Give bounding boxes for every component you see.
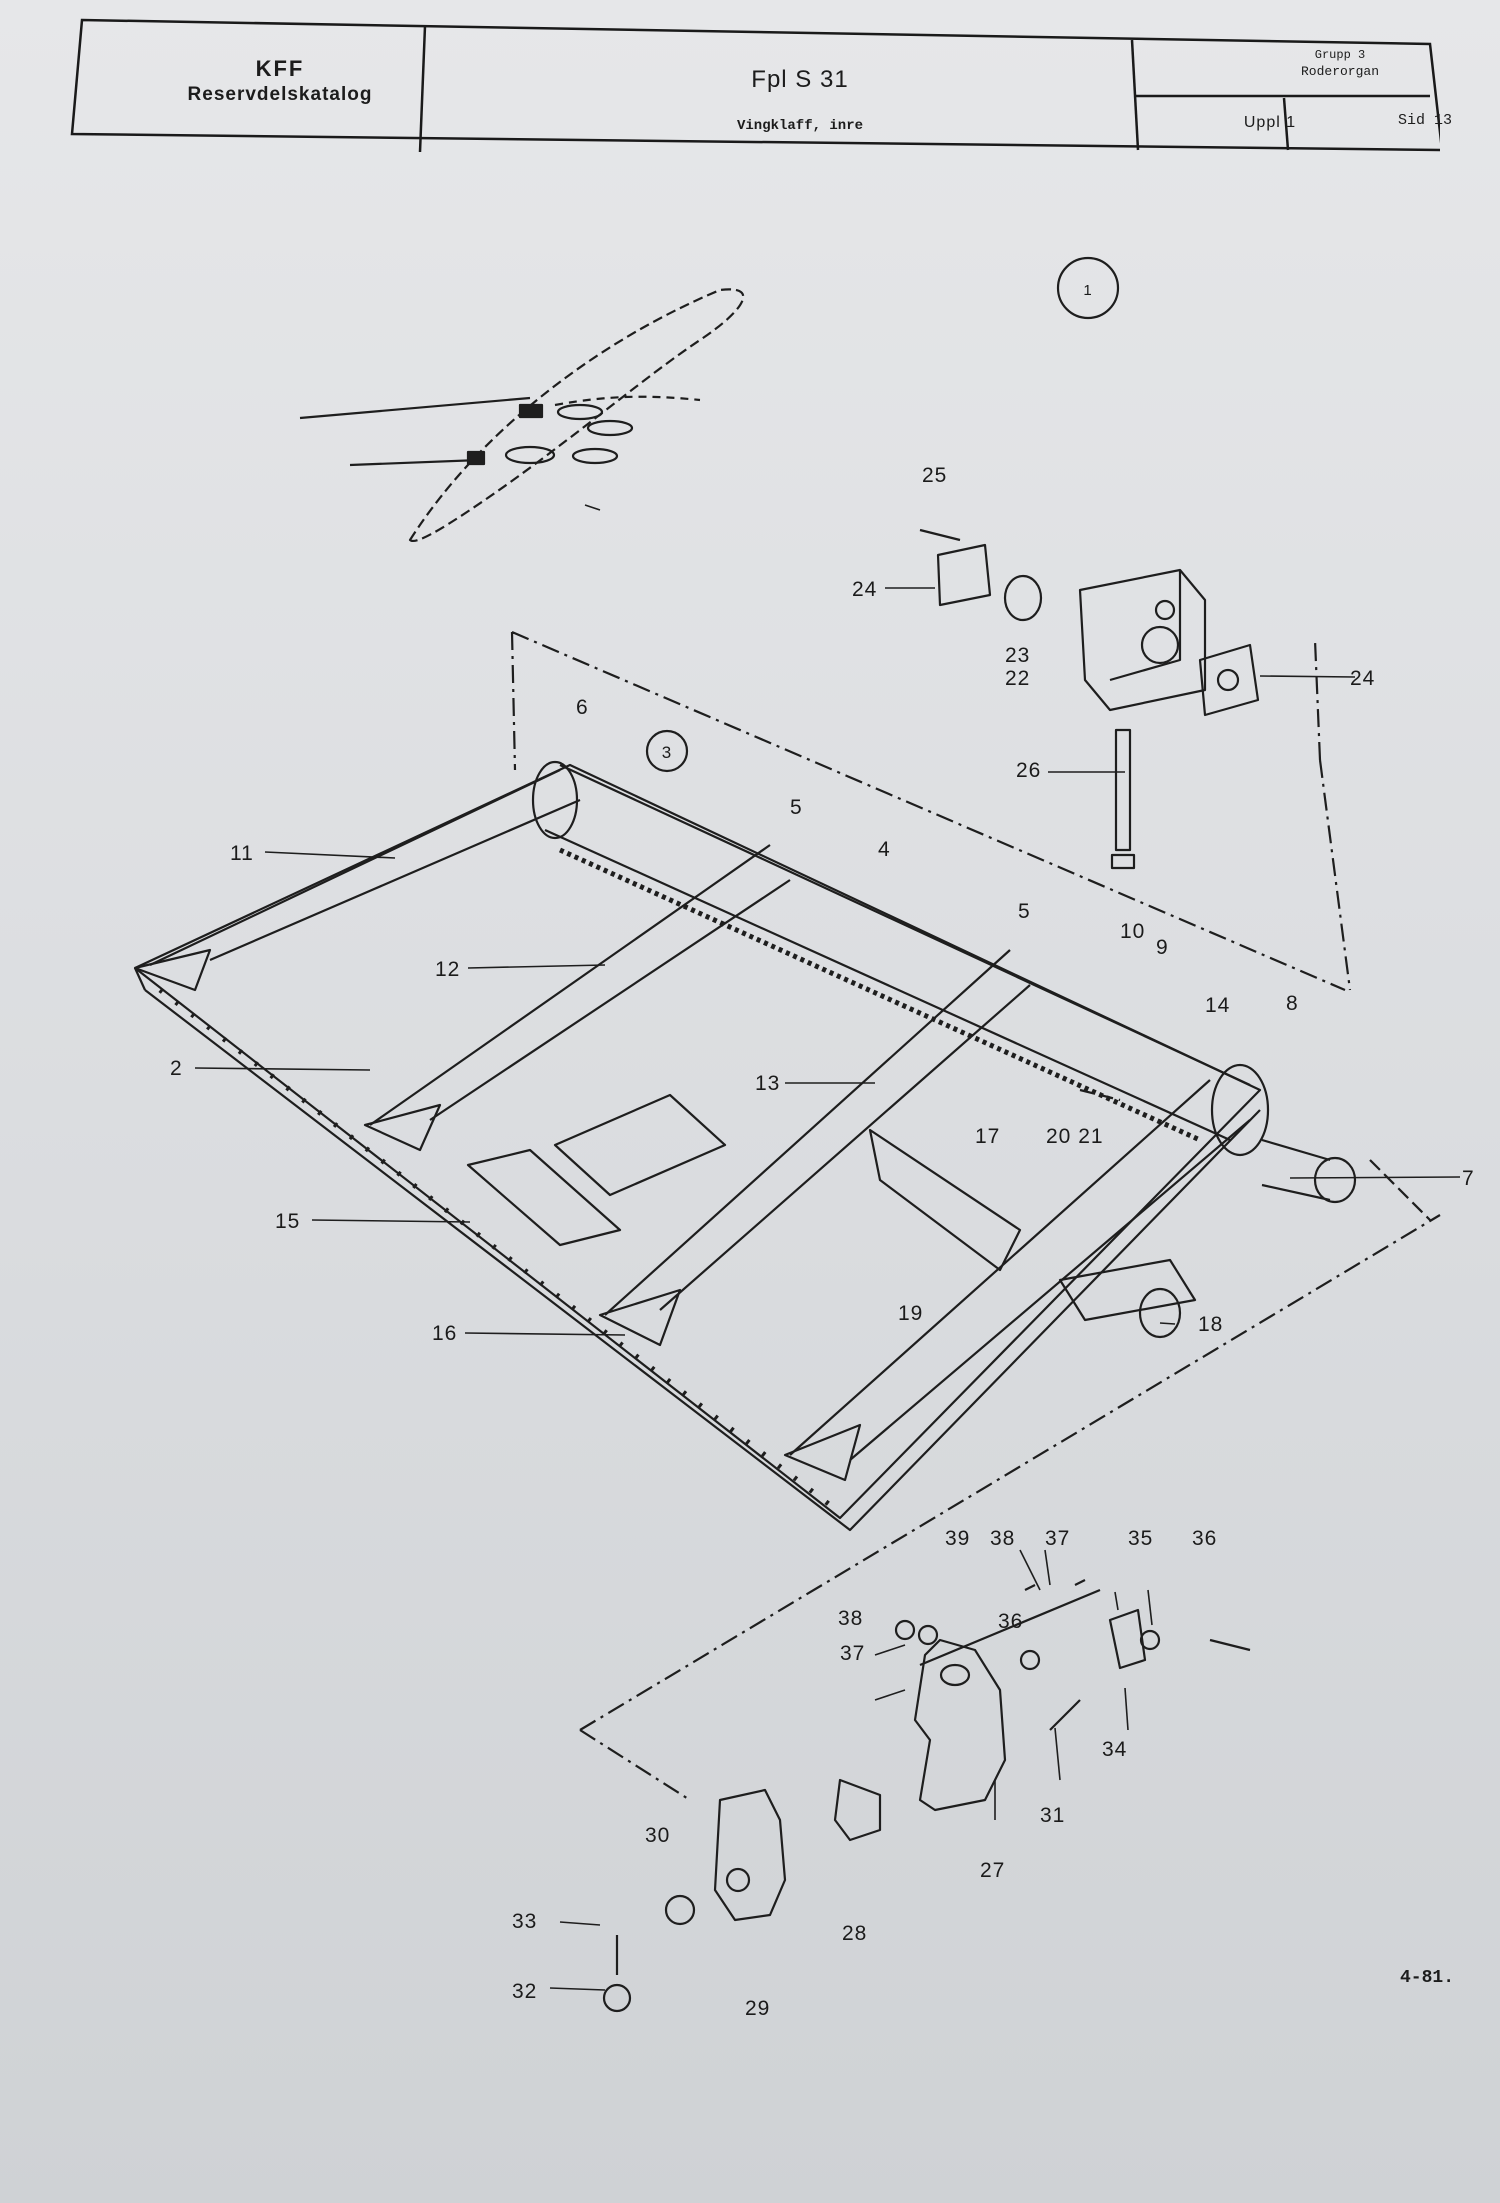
drawing-date-mark: 4-81. xyxy=(1400,1968,1455,1988)
part-label-38-left: 38 xyxy=(838,1607,863,1630)
part-label-36-top: 36 xyxy=(1192,1527,1217,1550)
flap-frame xyxy=(133,760,1357,1532)
part-label-19: 19 xyxy=(898,1302,923,1325)
part-label-9: 9 xyxy=(1156,936,1169,959)
subassembly-callout-circle xyxy=(645,729,689,773)
part-label-22: 22 xyxy=(1005,667,1030,690)
part-label-26: 26 xyxy=(1016,759,1041,782)
edition-label: Uppl 1 xyxy=(1243,114,1297,131)
part-label-5-right: 5 xyxy=(1018,900,1031,923)
part-label-32: 32 xyxy=(512,1980,537,2003)
title-block-frame xyxy=(70,18,1440,153)
part-label-36-left: 36 xyxy=(998,1610,1023,1633)
part-label-39: 39 xyxy=(945,1527,970,1550)
part-label-15: 15 xyxy=(275,1210,300,1233)
part-label-30: 30 xyxy=(645,1824,670,1847)
bearing-housing xyxy=(919,528,1260,870)
lower-bearing-parts xyxy=(602,1579,1251,2013)
part-label-31: 31 xyxy=(1040,1804,1065,1827)
part-label-20-21: 20 21 xyxy=(1046,1125,1104,1148)
part-label-35: 35 xyxy=(1128,1527,1153,1550)
part-label-16: 16 xyxy=(432,1322,457,1345)
publication-number: Fpl S 31 xyxy=(751,66,849,93)
part-label-4: 4 xyxy=(878,838,891,861)
title-block: KFF Reservdelskatalog Fpl S 31 Vingklaff… xyxy=(70,18,1452,156)
part-label-28: 28 xyxy=(842,1922,867,1945)
part-label-11: 11 xyxy=(230,842,254,865)
part-label-14: 14 xyxy=(1205,994,1230,1017)
part-label-33: 33 xyxy=(512,1910,537,1933)
part-label-37-top: 37 xyxy=(1045,1527,1070,1550)
part-label-37-left: 37 xyxy=(840,1642,865,1665)
leader-lines xyxy=(194,504,1461,1991)
part-label-13: 13 xyxy=(755,1072,780,1095)
part-label-6: 6 xyxy=(576,696,589,719)
catalog-title: Reservdelskatalog xyxy=(187,84,373,105)
part-label-27: 27 xyxy=(980,1859,1005,1882)
aircraft-locator-sketch xyxy=(299,288,745,543)
part-label-7: 7 xyxy=(1462,1167,1475,1190)
part-label-17: 17 xyxy=(975,1125,1000,1148)
part-label-29: 29 xyxy=(745,1997,770,2020)
organization-name: KFF xyxy=(255,56,305,81)
part-label-12: 12 xyxy=(435,958,460,981)
part-label-24-left: 24 xyxy=(852,578,877,601)
part-label-23: 23 xyxy=(1005,644,1030,667)
part-label-34: 34 xyxy=(1102,1738,1127,1761)
part-label-25: 25 xyxy=(922,464,947,487)
part-label-38-top: 38 xyxy=(990,1527,1015,1550)
part-label-5-left: 5 xyxy=(790,796,803,819)
assembly-title: Vingklaff, inre xyxy=(736,118,864,134)
part-label-2: 2 xyxy=(170,1057,183,1080)
part-label-8: 8 xyxy=(1286,992,1299,1015)
part-label-10: 10 xyxy=(1120,920,1145,943)
view-callout-circle xyxy=(1056,256,1120,320)
page-number: Sid 13 xyxy=(1397,112,1452,129)
part-label-18: 18 xyxy=(1198,1313,1223,1336)
part-label-24-right: 24 xyxy=(1350,667,1375,690)
view-callout-number: 1 xyxy=(1083,282,1092,299)
subassembly-callout-number: 3 xyxy=(662,743,672,762)
section-label: Roderorgan xyxy=(1300,64,1379,79)
group-label: Grupp 3 xyxy=(1314,48,1366,62)
